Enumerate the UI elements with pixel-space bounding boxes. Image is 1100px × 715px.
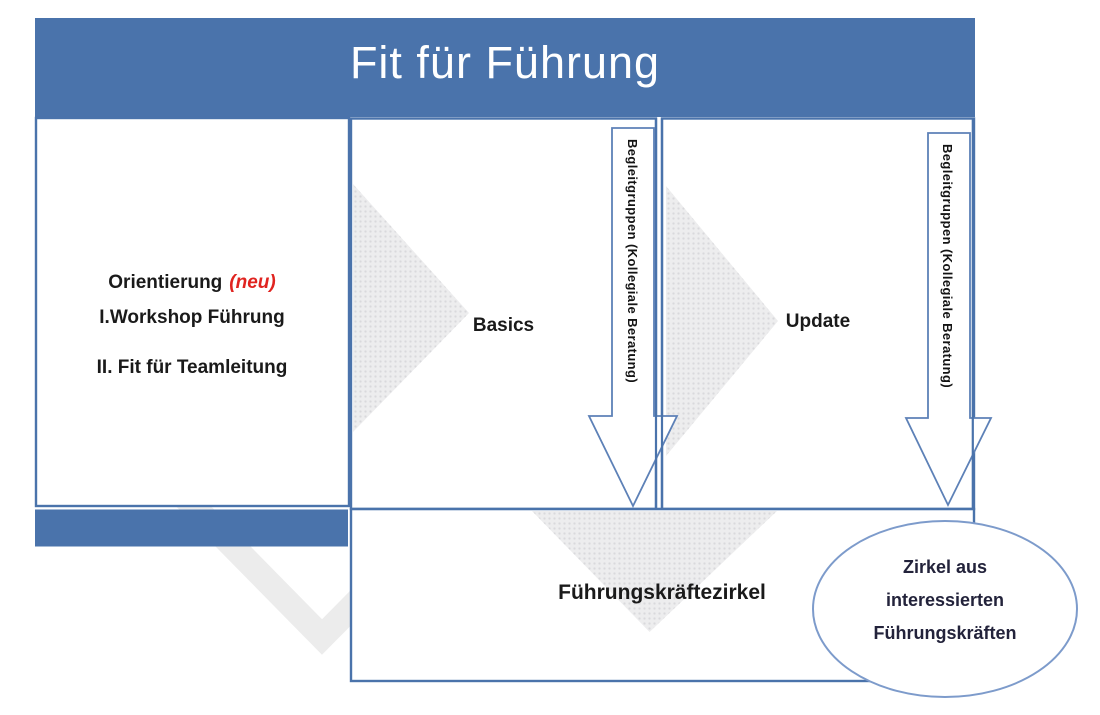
fuehrungskraeftezirkel-label: Führungskräftezirkel xyxy=(558,581,766,604)
begleitgruppen-arrow-2 xyxy=(904,132,993,508)
header-bar xyxy=(35,18,975,117)
fit-fuer-teamleitung-line: II. Fit für Teamleitung xyxy=(96,357,288,378)
blue-divider-bar xyxy=(35,509,348,547)
zirkel-ellipse xyxy=(812,520,1078,698)
orientierung-line: Orientierung (neu) xyxy=(35,269,349,297)
ellipse-line-3: Führungskräften xyxy=(873,623,1017,643)
page-title: Fit für Führung xyxy=(349,37,661,88)
ellipse-line-1: Zirkel aus xyxy=(902,557,988,577)
workshop-fuehrung-line: I.Workshop Führung xyxy=(99,307,285,328)
begleitgruppen-arrow-1-label: Begleitgruppen (Kollegiale Beratung) xyxy=(625,139,640,384)
update-label: Update xyxy=(785,311,851,332)
ellipse-line-2: interessierten xyxy=(885,590,1005,610)
orientierung-label: Orientierung xyxy=(108,272,223,293)
basics-label: Basics xyxy=(472,315,535,336)
left-info-box xyxy=(34,116,351,508)
zirkel-ellipse-text: Zirkel aus interessierten Führungskräfte… xyxy=(805,551,1085,650)
neu-highlight: (neu) xyxy=(229,272,276,293)
begleitgruppen-arrow-2-label: Begleitgruppen (Kollegiale Beratung) xyxy=(940,144,955,389)
